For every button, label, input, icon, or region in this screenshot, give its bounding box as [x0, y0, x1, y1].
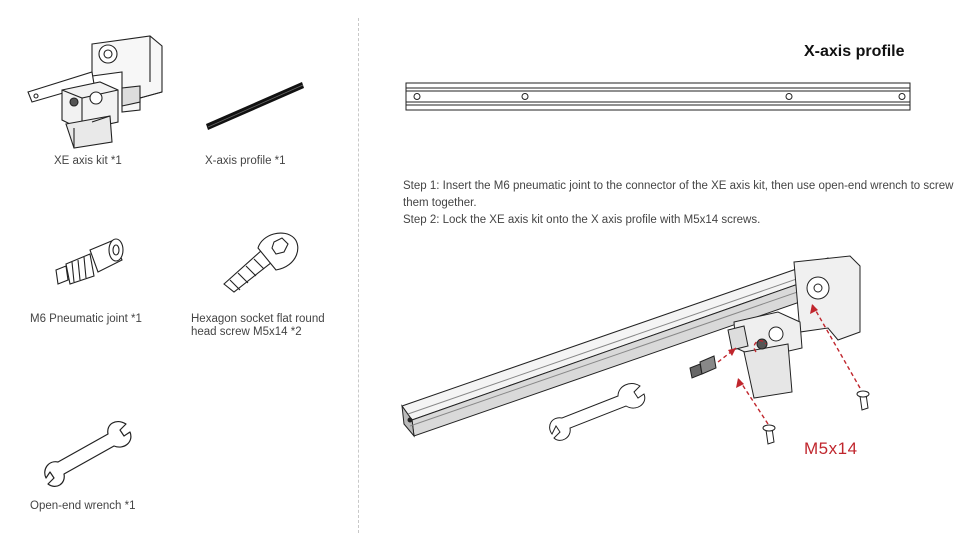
- hex-screw-illustration: [223, 232, 299, 293]
- part-caption-hex-screw: Hexagon socket flat round head screw M5x…: [191, 313, 325, 338]
- x-axis-profile-side-view: [405, 82, 911, 111]
- step-2-text: Step 2: Lock the XE axis kit onto the X …: [403, 214, 761, 226]
- center-divider: [358, 18, 359, 533]
- screw-size-callout: M5x14: [804, 439, 858, 458]
- assembly-illustration: [401, 255, 870, 445]
- xe-axis-kit-illustration: [27, 35, 163, 149]
- pneumatic-joint-illustration: [55, 238, 124, 285]
- part-caption-x-axis-profile: X-axis profile *1: [205, 155, 286, 167]
- wrench-icon: [44, 421, 132, 487]
- part-caption-xe-axis-kit: XE axis kit *1: [54, 155, 122, 167]
- part-caption-wrench: Open-end wrench *1: [30, 500, 136, 512]
- step-1-text: Step 1: Insert the M6 pneumatic joint to…: [403, 180, 954, 209]
- section-title: X-axis profile: [804, 43, 905, 60]
- part-caption-pneumatic-joint: M6 Pneumatic joint *1: [30, 313, 142, 325]
- x-axis-profile-illustration: [206, 82, 304, 130]
